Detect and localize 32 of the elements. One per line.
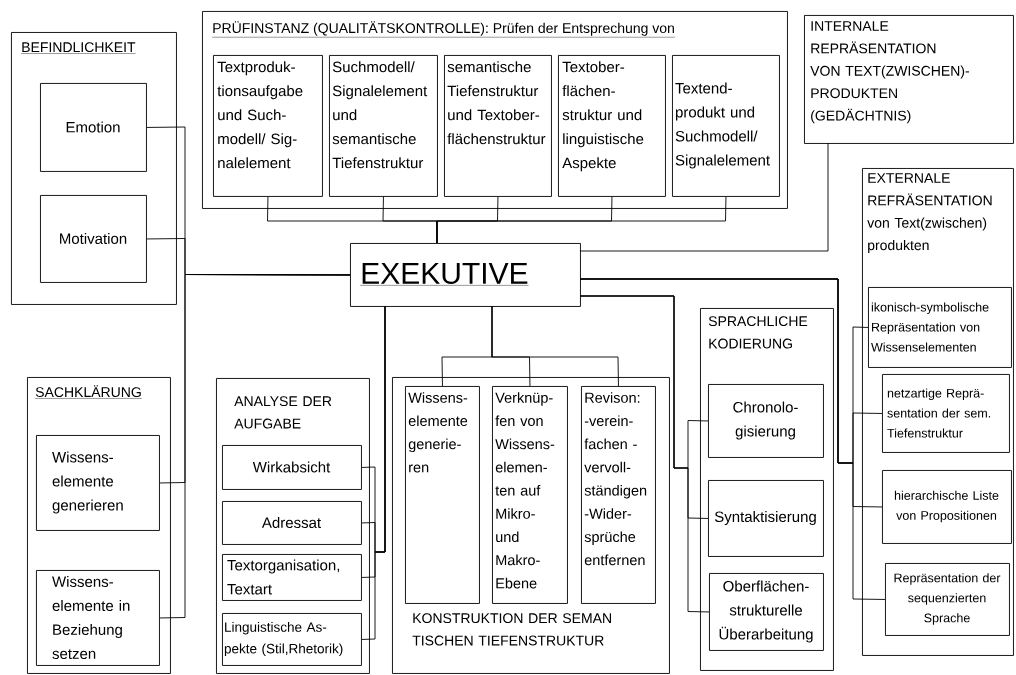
process-box: Revison: -verein- fachen -vervoll- ständigen -Wider- sprüche entfernen [581, 386, 656, 604]
process-box: Suchmodell/ Signalelement und semantische Tiefenstruktur [329, 55, 438, 197]
process-box: Adressat [222, 501, 362, 545]
central-box: EXEKUTIVE [350, 243, 581, 307]
process-box: Motivation [40, 195, 147, 283]
process-box: netzartige Reprä- sentation der sem. Tiefenstruktur [882, 374, 1010, 453]
connector-line [146, 126, 351, 619]
connector-line [441, 305, 619, 387]
connector-line [579, 278, 886, 600]
process-box: Verknüp- fen von Wissens- elemen- ten auf Mikro- und Makro- Ebene [492, 386, 568, 604]
process-box: Emotion [40, 83, 147, 172]
process-box: Textend- produkt und Suchmodell/ Signalelement [672, 55, 780, 197]
process-box: Textober- flächen- struktur und linguistische Aspekte [558, 55, 666, 197]
connector-line [579, 295, 710, 613]
process-box: Wissens- elemente generie- ren [405, 386, 480, 604]
process-box: semantische Tiefenstruktur und Textober- flächenstruktur [444, 55, 552, 197]
process-box: Linguistische As- pekte (Stil,Rhetorik) [222, 613, 362, 666]
process-box: Wirkabsicht [222, 445, 362, 490]
process-box: ikonisch-symbolische Repräsentation von Wissenselementen [868, 287, 1012, 368]
process-box: Repräsentation der sequenzierten Sprache [885, 563, 1010, 636]
process-box: Chronolo- gisierung [708, 384, 824, 458]
process-box: Syntaktisierung [708, 480, 824, 557]
process-box: Textorganisation, Textart [222, 554, 362, 601]
process-box: Wissens- elemente generieren [36, 435, 160, 531]
connector-line [267, 196, 727, 244]
connector-line [579, 142, 829, 252]
process-box: hierarchische Liste von Propositionen [882, 470, 1012, 544]
process-box: Wissens- elemente in Beziehung setzen [36, 570, 160, 666]
connector-line [361, 305, 386, 640]
group-box: INTERNALE REPRÄSENTATION VON TEXT(ZWISCHEN)- PRODUKTEN (GEDÄCHTNIS) [804, 15, 1014, 144]
process-box: Oberflächen- strukturelle Überarbeitung [709, 573, 824, 651]
process-box: Textproduk- tionsaufgabe und Such- modell/ Sig- nalelement [213, 55, 323, 197]
